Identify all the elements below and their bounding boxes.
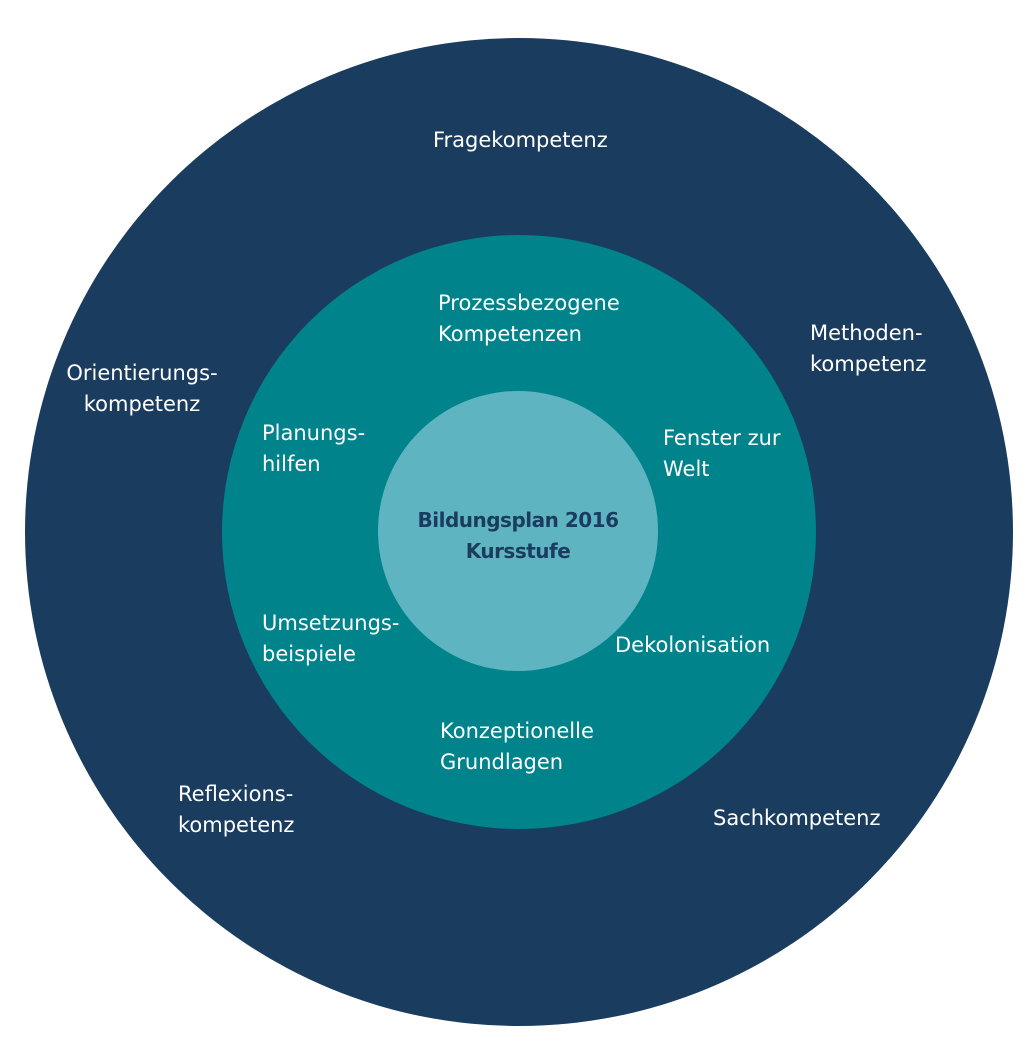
label-umsetzungsbeispiele[interactable]: Umsetzungs- beispiele xyxy=(262,608,399,670)
label-text: Welt xyxy=(663,457,710,481)
core-title-line2: Kursstufe xyxy=(465,539,571,563)
label-methodenkompetenz[interactable]: Methoden- kompetenz xyxy=(810,318,926,380)
label-text: Umsetzungs- xyxy=(262,611,400,635)
label-konzeptionelle-grundlagen[interactable]: Konzeptionelle Grundlagen xyxy=(440,716,594,778)
label-orientierungskompetenz[interactable]: Orientierungs- kompetenz xyxy=(42,358,242,420)
label-text: Methoden- xyxy=(810,321,923,345)
label-text: Reflexions- xyxy=(178,782,294,806)
label-text: Orientierungs- xyxy=(66,361,218,385)
label-text: Grundlagen xyxy=(440,750,564,774)
label-prozessbezogene-kompetenzen[interactable]: Prozessbezogene Kompetenzen xyxy=(438,288,620,350)
inner-core-circle xyxy=(378,391,658,671)
label-text: kompetenz xyxy=(810,352,927,376)
label-planungshilfen[interactable]: Planungs- hilfen xyxy=(262,418,365,480)
label-text: beispiele xyxy=(262,642,356,666)
label-dekolonisation[interactable]: Dekolonisation xyxy=(615,630,770,661)
label-text: Dekolonisation xyxy=(615,633,771,657)
label-text: kompetenz xyxy=(83,392,201,416)
label-text: Kompetenzen xyxy=(438,322,582,346)
label-text: Planungs- xyxy=(262,421,366,445)
core-title-line1: Bildungsplan 2016 xyxy=(417,508,619,532)
label-fenster-zur-welt[interactable]: Fenster zur Welt xyxy=(663,423,781,485)
label-text: Konzeptionelle xyxy=(440,719,594,743)
core-title: Bildungsplan 2016 Kursstufe xyxy=(378,505,658,567)
label-reflexionskompetenz[interactable]: Reflexions- kompetenz xyxy=(178,779,294,841)
label-text: hilfen xyxy=(262,452,321,476)
label-text: kompetenz xyxy=(178,813,295,837)
label-text: Prozessbezogene xyxy=(438,291,620,315)
label-text: Fragekompetenz xyxy=(433,128,608,152)
label-text: Fenster zur xyxy=(663,426,781,450)
label-fragekompetenz[interactable]: Fragekompetenz xyxy=(433,125,608,156)
label-text: Sachkompetenz xyxy=(713,806,881,830)
label-sachkompetenz[interactable]: Sachkompetenz xyxy=(713,803,881,834)
